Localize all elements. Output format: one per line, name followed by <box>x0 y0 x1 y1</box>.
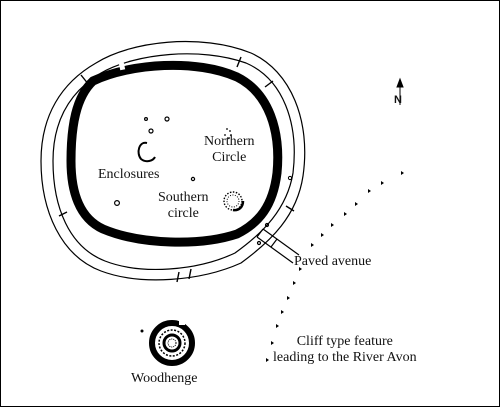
southern-circle-label: Southern circle <box>158 190 209 222</box>
paved-avenue-path <box>256 222 300 264</box>
northern-circle-label: Northern Circle <box>204 134 255 166</box>
inner-ditch <box>66 60 283 247</box>
northern-circle-label-line1: Northern <box>204 134 255 149</box>
north-label: N <box>394 94 402 106</box>
cliff-feature-label-line2: leading to the River Avon <box>273 350 417 365</box>
southern-circle-feature <box>223 191 245 212</box>
cliff-feature-marks <box>266 171 404 362</box>
bank-segment-breaks <box>58 56 295 283</box>
enclosures-label: Enclosures <box>98 167 160 182</box>
southern-circle-label-line1: Southern <box>158 190 209 205</box>
cliff-feature-label: Cliff type feature leading to the River … <box>273 334 417 366</box>
north-arrow-icon <box>396 77 404 105</box>
northern-circle-label-line2: Circle <box>212 150 247 165</box>
cliff-feature-label-line1: Cliff type feature <box>296 334 393 349</box>
woodhenge-feature <box>140 319 195 366</box>
paved-avenue-label: Paved avenue <box>294 254 372 269</box>
outer-bank <box>40 40 306 281</box>
southern-circle-label-line2: circle <box>167 206 199 221</box>
enclosures-features <box>113 116 196 207</box>
northern-circle-feature <box>224 128 232 139</box>
woodhenge-label: Woodhenge <box>131 371 198 386</box>
